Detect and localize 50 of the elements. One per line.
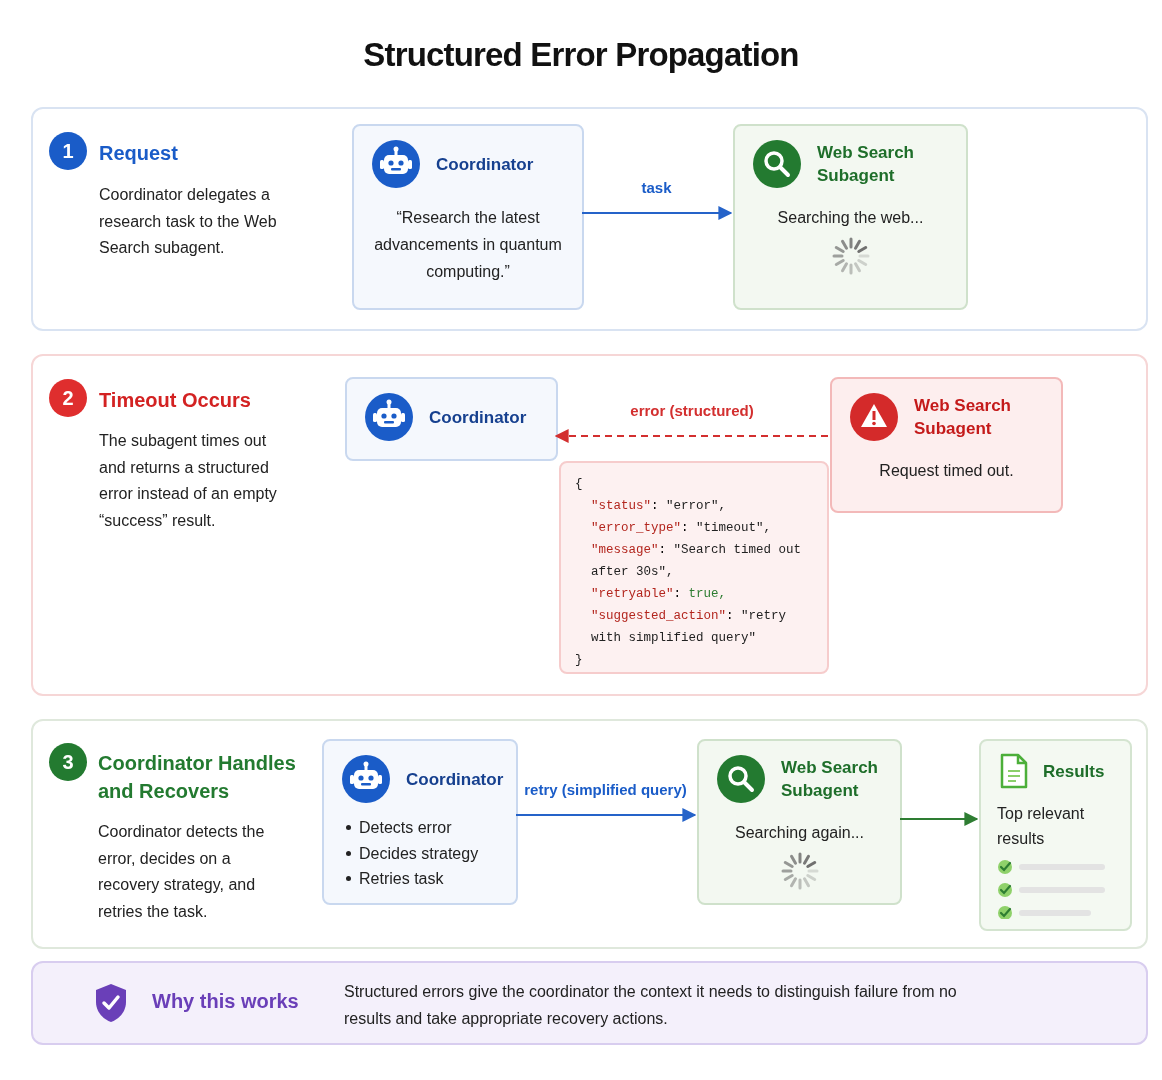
panel-description: The subagent times out and returns a structured error instead of an empty “success” result.	[99, 431, 278, 531]
box-text: “Research the latest advancements in quantum computing.”	[373, 208, 563, 282]
panel-heading: Timeout Occurs	[99, 388, 252, 413]
note-panel	[31, 961, 1148, 1045]
diagram-title: Structured Error Propagation	[363, 35, 799, 75]
panel-heading: Request	[99, 141, 179, 166]
panel-heading: Coordinator Handles and Recovers	[98, 751, 297, 804]
box-heading: Coordinator	[406, 768, 504, 791]
code-line: "status": "error",	[590, 498, 728, 515]
step-number-badge: 3	[49, 743, 87, 781]
panel-description: Coordinator delegates a research task to the Web Search subagent.	[99, 185, 278, 258]
code-line: {	[575, 476, 584, 493]
list-item: Detects error	[346, 815, 516, 841]
box-text: Top relevant results	[997, 804, 1086, 849]
coordinator-box	[352, 124, 584, 310]
json-error-panel	[559, 461, 829, 674]
arrow	[899, 812, 979, 826]
code-line: "message": "Search timed out after 30s",	[590, 542, 803, 581]
code-line: "error_type": "timeout",	[590, 520, 773, 537]
panel-description: Coordinator detects the error, decides on a recovery strategy, and retries the task.	[98, 822, 266, 922]
box-text: Searching the web...	[777, 208, 924, 228]
code-line: "retryable": true,	[590, 586, 728, 603]
subagent-box	[697, 739, 902, 905]
panel-description: Structured errors give the coordinator the context it needs to distinguish failure from no results and take appropriate recovery actions.	[344, 982, 958, 1029]
step-panel	[31, 719, 1148, 949]
step-panel	[31, 107, 1148, 331]
arrow	[554, 429, 829, 443]
step-panel	[31, 354, 1148, 696]
subagent-box	[830, 377, 1063, 513]
box-heading: Web Search Subagent	[781, 757, 879, 802]
box-heading: Coordinator	[429, 406, 527, 429]
box-heading: Web Search Subagent	[817, 142, 915, 187]
subagent-box	[733, 124, 968, 310]
box-heading: Coordinator	[436, 153, 534, 176]
step-number-badge: 1	[49, 132, 87, 170]
box-text: Request timed out.	[879, 461, 1014, 481]
coordinator-box	[345, 377, 558, 461]
coordinator-box	[322, 739, 518, 905]
list-item: Retries task	[346, 866, 516, 892]
box-heading: Web Search Subagent	[914, 395, 1012, 440]
step-number-badge: 2	[49, 379, 87, 417]
arrow	[581, 206, 733, 220]
results-card	[979, 739, 1132, 931]
code-line: }	[575, 652, 584, 669]
list-item: Decides strategy	[346, 840, 516, 866]
box-heading: Results	[1043, 760, 1105, 783]
arrow	[515, 808, 697, 822]
panel-heading: Why this works	[152, 989, 300, 1014]
code-line: "suggested_action": "retry with simplified query"	[590, 608, 788, 647]
box-text: Searching again...	[735, 823, 864, 843]
